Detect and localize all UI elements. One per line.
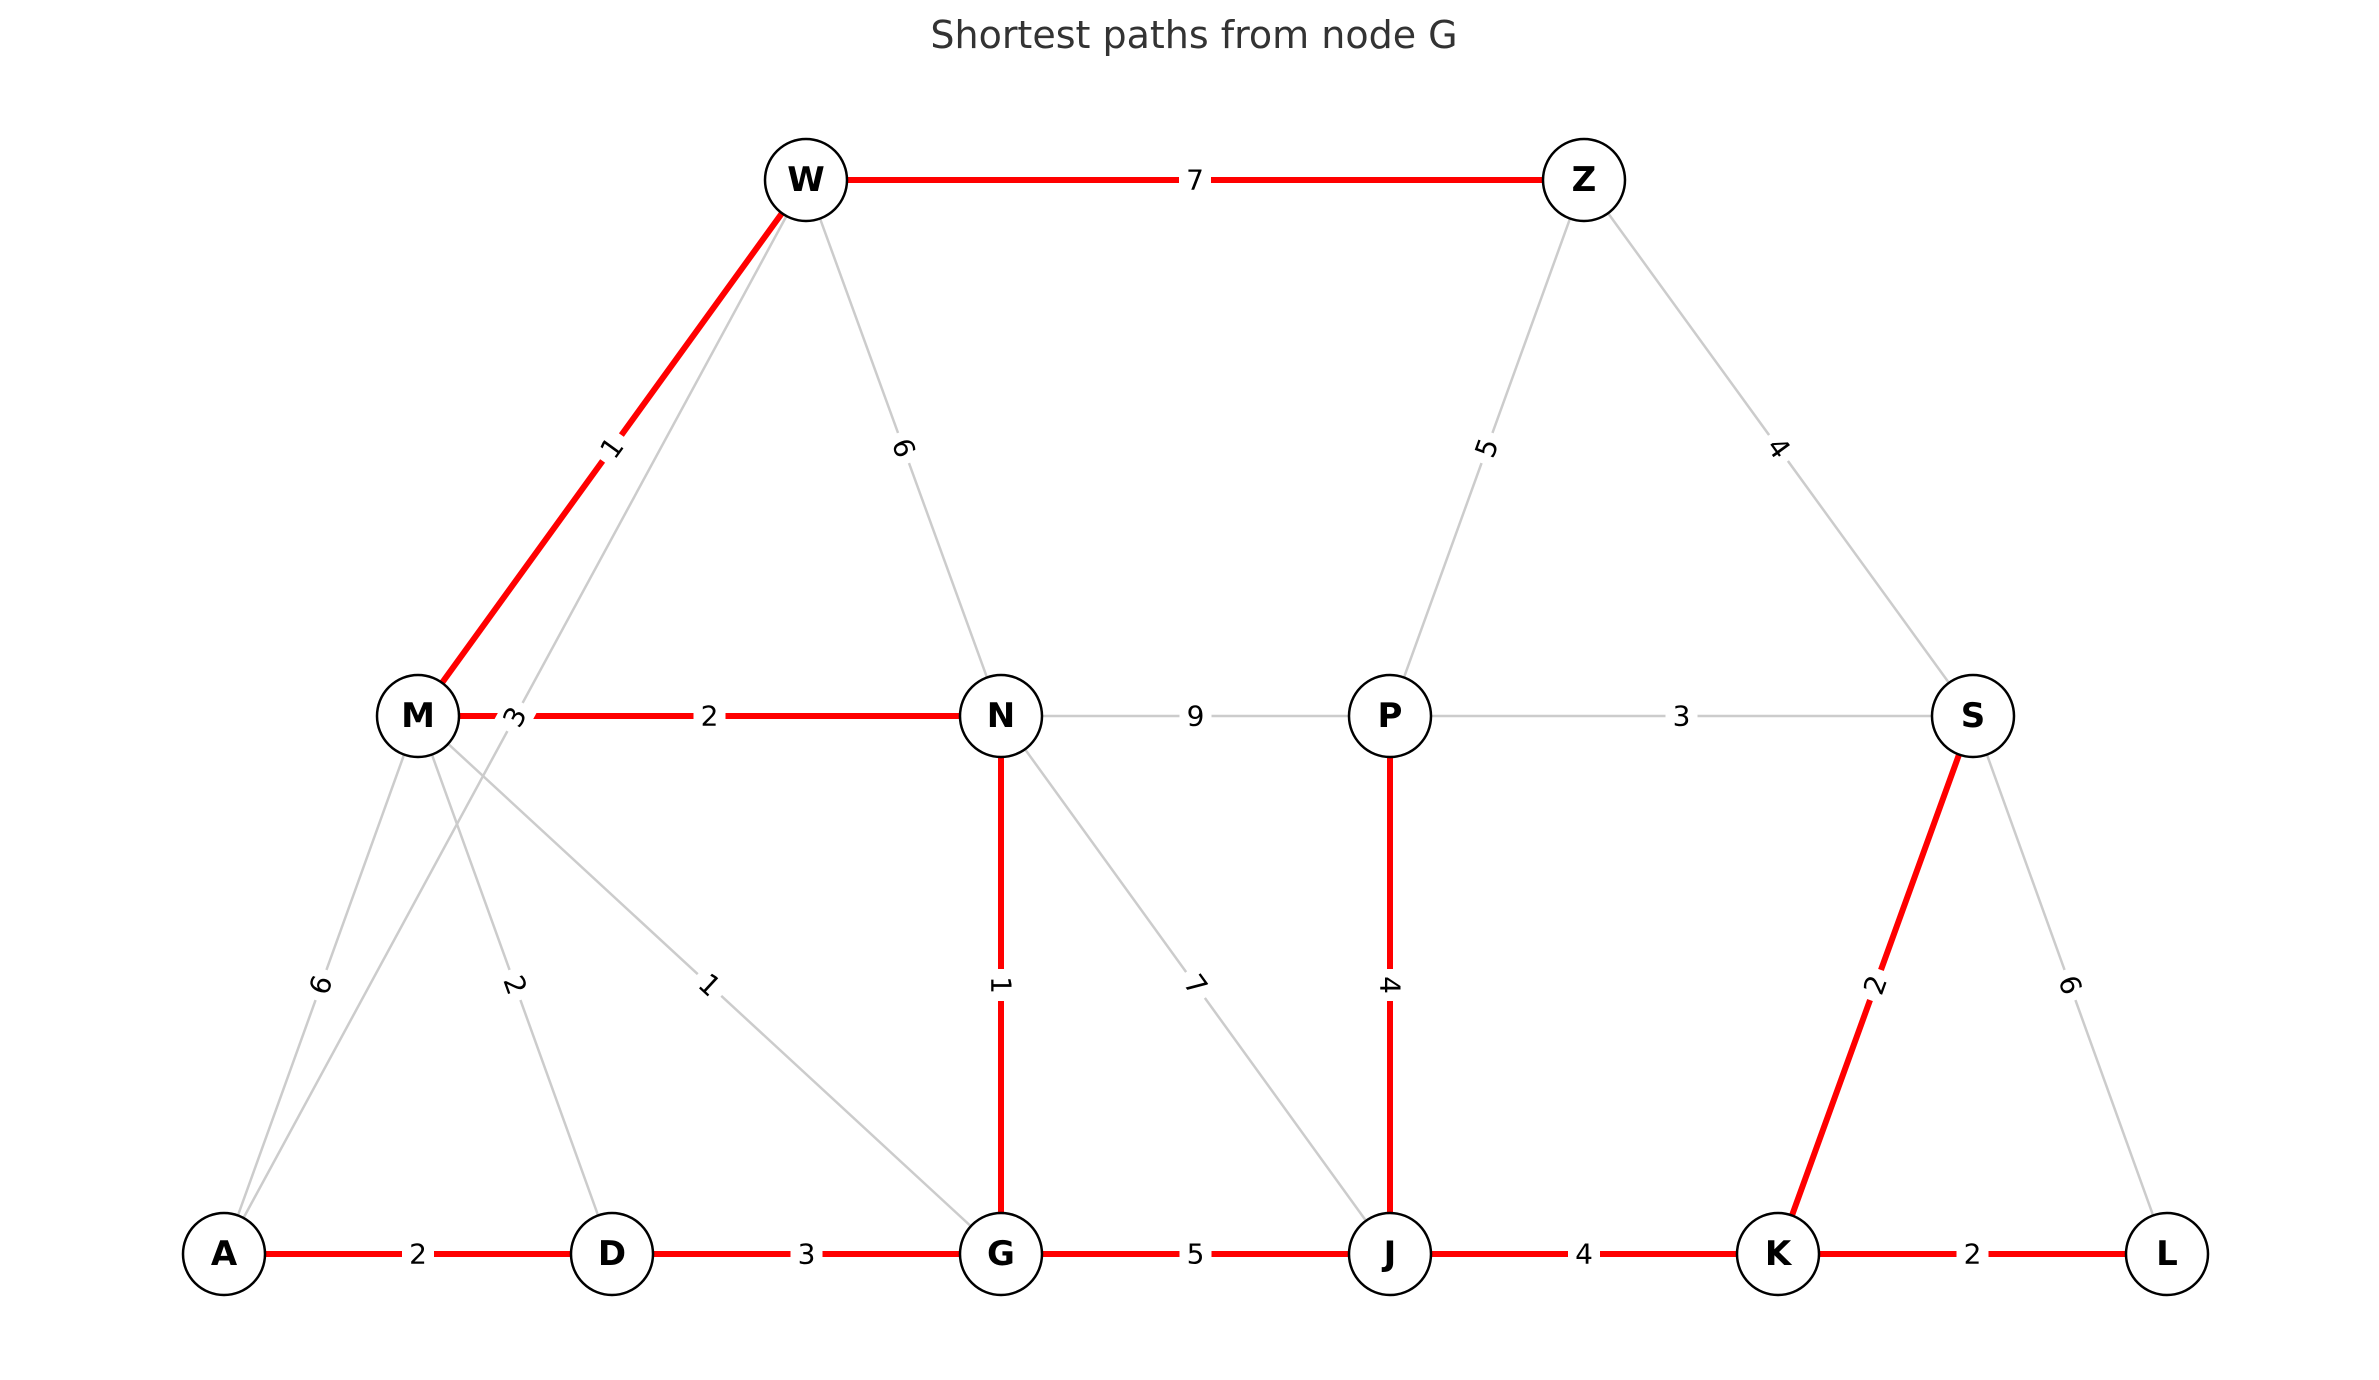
edge-weight-text: 3	[1673, 700, 1691, 733]
node-circle	[569, 1211, 655, 1297]
edge-weight-W-A: 3	[492, 694, 538, 740]
node-circle	[2124, 1211, 2210, 1297]
edge-weight-text: 5	[1187, 1238, 1205, 1271]
edge-weight-N-G: 1	[984, 969, 1018, 1001]
edge-weight-A-D: 2	[402, 1237, 434, 1271]
node-circle	[1735, 1211, 1821, 1297]
node-label: L	[2156, 1234, 2178, 1274]
node-label: Z	[1572, 160, 1597, 200]
edge-weight-D-G: 3	[790, 1237, 823, 1271]
node-S: S	[1930, 673, 2016, 759]
edge-weight-text: 9	[1187, 700, 1205, 733]
edge-weight-M-D: 2	[493, 964, 537, 1006]
node-circle	[1541, 137, 1627, 223]
edge-weight-W-M: 1	[588, 425, 636, 471]
node-label: G	[987, 1234, 1015, 1274]
edge-weight-P-J: 4	[1373, 969, 1407, 1001]
node-label: N	[987, 696, 1015, 736]
edge-weight-M-A: 6	[299, 964, 343, 1006]
node-Z: Z	[1541, 137, 1627, 223]
edge-weight-text: 1	[985, 976, 1018, 994]
node-circle	[1347, 673, 1433, 759]
node-N: N	[958, 673, 1044, 759]
edge-weight-text: 3	[798, 1238, 816, 1271]
node-label: A	[211, 1234, 238, 1274]
edge-weight-text: 4	[1374, 976, 1407, 994]
node-label: D	[598, 1234, 626, 1274]
node-circle	[958, 673, 1044, 759]
nodes-layer: W Z M N P S A D G J K L	[181, 137, 2210, 1297]
edge-weight-W-N: 6	[882, 427, 925, 469]
node-circle	[958, 1211, 1044, 1297]
edge-weight-S-K: 2	[1854, 964, 1897, 1006]
edge-weight-G-J: 5	[1179, 1237, 1212, 1271]
node-L: L	[2124, 1211, 2210, 1297]
node-label: P	[1378, 696, 1403, 736]
edge-weight-S-L: 6	[2048, 964, 2092, 1006]
edge-weight-Z-S: 4	[1755, 425, 1802, 471]
edge-weight-text: 2	[701, 700, 719, 733]
node-circle	[763, 137, 849, 223]
node-circle	[1347, 1211, 1433, 1297]
edge-weight-text: 4	[1575, 1238, 1593, 1271]
node-label: S	[1961, 696, 1986, 736]
node-A: A	[181, 1211, 267, 1297]
edge-weight-M-N: 2	[693, 699, 726, 733]
edge-weight-text: 7	[1186, 164, 1204, 197]
node-label: M	[401, 696, 435, 736]
edge-weight-K-L: 2	[1956, 1237, 1989, 1271]
node-G: G	[958, 1211, 1044, 1297]
edge-weight-N-J: 7	[1172, 962, 1219, 1008]
node-label: J	[1382, 1234, 1397, 1274]
edge-weight-text: 2	[1964, 1238, 1982, 1271]
node-P: P	[1347, 673, 1433, 759]
node-D: D	[569, 1211, 655, 1297]
node-circle	[181, 1211, 267, 1297]
node-circle	[1930, 673, 2016, 759]
chart-title: Shortest paths from node G	[930, 13, 1457, 57]
edge-weight-W-Z: 7	[1179, 163, 1211, 197]
node-W: W	[763, 137, 849, 223]
node-M: M	[375, 673, 461, 759]
node-K: K	[1735, 1211, 1821, 1297]
edge-weight-Z-P: 5	[1465, 427, 1509, 469]
node-label: W	[787, 160, 825, 200]
node-label: K	[1765, 1234, 1793, 1274]
edge-weight-N-P: 9	[1179, 699, 1212, 733]
edge-weight-P-S: 3	[1665, 699, 1698, 733]
node-J: J	[1347, 1211, 1433, 1297]
node-circle	[375, 673, 461, 759]
edge-weight-text: 2	[409, 1238, 427, 1271]
edge-weight-J-K: 4	[1568, 1237, 1600, 1271]
